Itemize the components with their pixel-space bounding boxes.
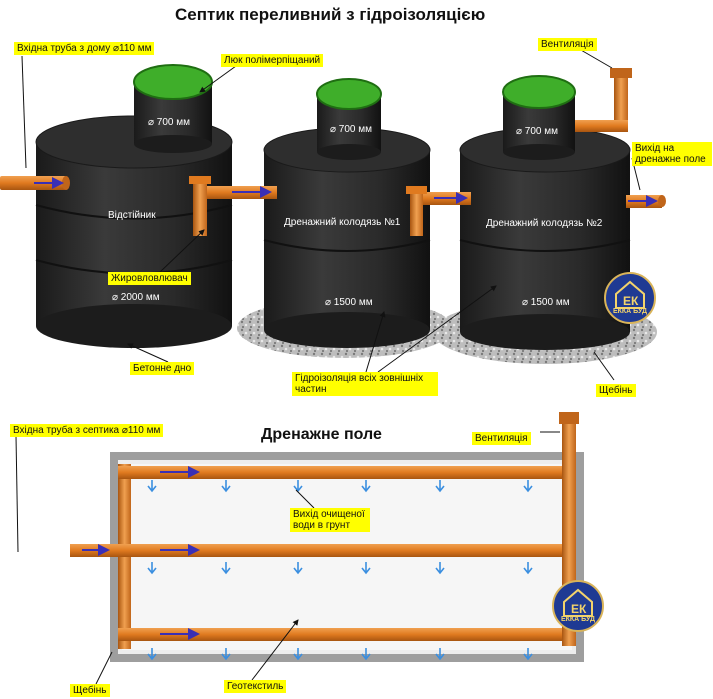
water-down-arrow bbox=[523, 480, 533, 493]
svg-text:Е: Е bbox=[571, 602, 579, 616]
water-down-arrow bbox=[523, 648, 533, 661]
water-down-arrow bbox=[293, 648, 303, 661]
tank-2-neck: ⌀ 700 мм bbox=[330, 124, 373, 135]
water-down-arrow bbox=[523, 562, 533, 575]
water-down-arrow bbox=[221, 480, 231, 493]
water-down-arrow bbox=[293, 480, 303, 493]
water-down-arrow bbox=[147, 480, 157, 493]
water-down-arrow bbox=[435, 480, 445, 493]
svg-text:К: К bbox=[579, 602, 587, 616]
svg-text:Е: Е bbox=[623, 294, 631, 308]
drainage-field bbox=[70, 412, 584, 662]
brand-logo-top: Е К ЕККА БУД bbox=[604, 272, 656, 324]
water-down-arrow bbox=[435, 648, 445, 661]
water-down-arrow bbox=[361, 562, 371, 575]
house-icon: Е К bbox=[615, 280, 645, 309]
water-down-arrow bbox=[361, 480, 371, 493]
water-down-arrow bbox=[361, 648, 371, 661]
callout-inlet-septic: Вхідна труба з септика ⌀110 мм bbox=[10, 424, 164, 437]
water-down-arrow bbox=[293, 562, 303, 575]
callout-vent-field: Вентиляція bbox=[472, 432, 531, 445]
tank-1-neck: ⌀ 700 мм bbox=[148, 117, 191, 128]
tank-2-name: Дренажний колодязь №1 bbox=[284, 217, 401, 228]
callout-grease-trap: Жировловлювач bbox=[108, 272, 191, 285]
water-down-arrow bbox=[147, 648, 157, 661]
tank-3-name: Дренажний колодязь №2 bbox=[486, 218, 603, 229]
water-down-arrow bbox=[147, 562, 157, 575]
field-title: Дренажне поле bbox=[261, 426, 382, 443]
callout-geotextile: Геотекстиль bbox=[224, 680, 287, 693]
callout-clean-water: Вихід очищеної води в грунт bbox=[290, 508, 370, 532]
callout-waterproofing: Гідроізоляція всіх зовнішніх частин bbox=[292, 372, 438, 396]
tank-3-neck: ⌀ 700 мм bbox=[516, 126, 559, 137]
tank-1-diameter: ⌀ 2000 мм bbox=[112, 292, 160, 303]
tank-well-2 bbox=[459, 75, 631, 350]
callout-vent-top: Вентиляція bbox=[538, 38, 597, 51]
brand-logo-bottom: Е К ЕККА БУД bbox=[552, 580, 604, 632]
page-title: Септик переливний з гідроізоляцією bbox=[175, 5, 486, 24]
callout-concrete-bottom: Бетонне дно bbox=[130, 362, 195, 375]
callout-gravel-top: Щебінь bbox=[596, 384, 636, 397]
callout-inlet-home: Вхідна труба з дому ⌀110 мм bbox=[14, 42, 155, 55]
tank-3-diameter: ⌀ 1500 мм bbox=[522, 297, 570, 308]
overflow-pipe-2 bbox=[406, 186, 471, 236]
water-down-arrow bbox=[221, 562, 231, 575]
outlet-pipe bbox=[626, 195, 666, 208]
tank-2-diameter: ⌀ 1500 мм bbox=[325, 297, 373, 308]
vent-pipe-top bbox=[575, 68, 632, 132]
callout-hatch: Люк полімерпіщаний bbox=[221, 54, 324, 67]
water-down-arrow bbox=[221, 648, 231, 661]
callout-gravel-bottom: Щебінь bbox=[70, 684, 110, 697]
tank-well-1 bbox=[263, 78, 431, 348]
inlet-pipe bbox=[0, 176, 70, 190]
logo-brand: ЕККА БУД bbox=[560, 616, 596, 623]
water-arrows bbox=[147, 480, 533, 661]
callout-outlet-field: Вихід на дренажне поле bbox=[632, 142, 712, 166]
water-down-arrow bbox=[435, 562, 445, 575]
svg-text:К: К bbox=[631, 294, 639, 308]
house-icon: Е К bbox=[563, 588, 593, 617]
logo-brand: ЕККА БУД bbox=[612, 308, 648, 315]
overflow-pipe-1 bbox=[189, 176, 277, 236]
tank-1-name: Відстійник bbox=[108, 210, 156, 221]
